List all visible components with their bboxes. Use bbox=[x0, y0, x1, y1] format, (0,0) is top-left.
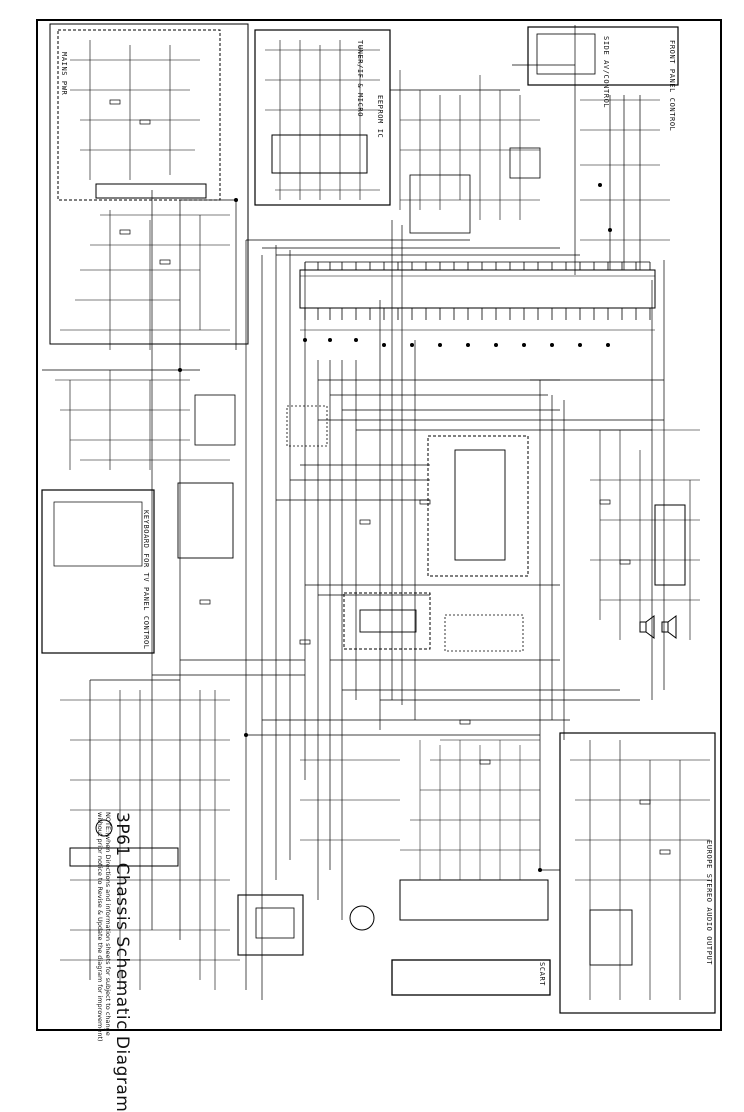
block-label-front-panel: FRONT PANEL CONTROL bbox=[668, 40, 676, 132]
power-ic-strip bbox=[95, 183, 207, 199]
component-box-1 bbox=[286, 405, 328, 447]
main-ic-top bbox=[299, 269, 656, 309]
din-connector bbox=[349, 905, 375, 931]
junction-dots bbox=[178, 183, 612, 872]
outer-border bbox=[36, 19, 722, 1031]
component-box-6 bbox=[194, 394, 236, 446]
vertical-bus-lines bbox=[89, 25, 665, 1000]
scart-pins bbox=[399, 879, 549, 921]
left-top-region bbox=[49, 23, 249, 345]
block-label-scart: SCART bbox=[538, 962, 546, 987]
diagram-note-line2: without prior notice to Revise & Update … bbox=[96, 812, 104, 1042]
bottom-left-inner bbox=[255, 907, 295, 939]
deflection-ic bbox=[69, 847, 179, 867]
block-label-tuner: TUNER/IF & MICRO bbox=[356, 40, 364, 118]
diagram-title-block: 3P61 Chassis Schematic Diagram NOTE:(whe… bbox=[96, 812, 132, 1112]
horizontal-bus-lines bbox=[42, 64, 664, 871]
side-av-box bbox=[527, 26, 679, 86]
schematic-sheet bbox=[36, 19, 722, 1031]
tuner-micro-block bbox=[254, 29, 391, 206]
av-processor-dashed bbox=[427, 435, 529, 577]
component-box-5 bbox=[177, 482, 234, 559]
sound-ic-dashed bbox=[343, 592, 431, 650]
main-ic-pins bbox=[304, 262, 651, 320]
audio-out-ic bbox=[589, 909, 633, 966]
power-module-outline bbox=[57, 29, 221, 201]
tuner-traces bbox=[265, 40, 540, 220]
av-processor-chip bbox=[454, 449, 506, 561]
right-connector bbox=[654, 504, 686, 586]
tuner-ic-chip bbox=[271, 134, 368, 174]
block-label-side-av: SIDE AV/CONTROL bbox=[602, 36, 610, 109]
scart-connector bbox=[391, 959, 551, 996]
component-box-2 bbox=[444, 614, 524, 652]
block-label-audio-out: EUROPE STEREO AUDIO OUTPUT bbox=[705, 840, 713, 966]
block-label-keyboard: KEYBOARD FOR TV PANEL CONTROL bbox=[142, 510, 150, 650]
component-box-4 bbox=[509, 147, 541, 179]
block-label-main-power: MAINS PWR bbox=[60, 52, 68, 96]
keyboard-inner bbox=[53, 501, 143, 567]
center-traces bbox=[300, 739, 540, 880]
speaker-icon bbox=[639, 615, 677, 639]
diagram-note-line1: NOTE:(when Directions and information sh… bbox=[104, 812, 112, 1036]
diagram-title: 3P61 Chassis Schematic Diagram bbox=[112, 812, 132, 1112]
sound-ic-chip bbox=[359, 609, 417, 633]
flyback-coil bbox=[95, 819, 113, 837]
keyboard-panel-box bbox=[41, 489, 155, 654]
power-supply-traces bbox=[55, 40, 240, 990]
block-label-eprom: EEPROM IC bbox=[376, 95, 384, 139]
resistor-glyphs bbox=[109, 99, 671, 855]
side-av-inner bbox=[536, 33, 596, 75]
bottom-left-box bbox=[237, 894, 304, 956]
audio-out-block bbox=[559, 732, 716, 1014]
